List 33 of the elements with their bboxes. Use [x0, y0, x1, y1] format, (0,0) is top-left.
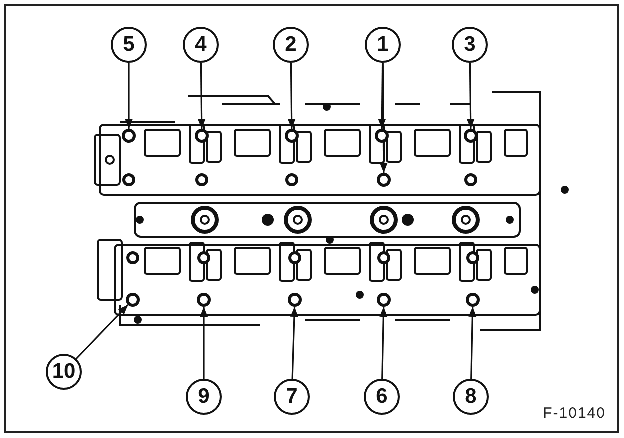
leader-arrow — [466, 63, 475, 130]
bolt-head — [375, 129, 389, 143]
bolt-head — [288, 293, 302, 307]
bolt-head — [285, 129, 299, 143]
callout-number: 5 — [111, 27, 147, 63]
figure-number: F-10140 — [543, 405, 606, 422]
bolt-head — [466, 293, 480, 307]
leader-arrow — [380, 306, 388, 380]
bolt-head — [377, 293, 391, 307]
leader-arrow — [290, 306, 298, 380]
bolt-head — [377, 173, 391, 187]
callout-number: 1 — [365, 27, 401, 63]
leader-arrow — [200, 307, 208, 379]
bolt-head — [464, 129, 478, 143]
leader-arrow — [380, 63, 388, 173]
leader-arrow — [288, 63, 296, 130]
callout-number: 9 — [186, 379, 222, 415]
callout-number: 10 — [46, 354, 82, 390]
bolt-head — [126, 293, 140, 307]
callout-number: 8 — [453, 379, 489, 415]
leader-arrow — [468, 306, 477, 380]
callout-number: 6 — [364, 379, 400, 415]
leader-arrow — [378, 63, 386, 130]
bolt-head — [195, 129, 209, 143]
leader-arrow — [76, 304, 129, 360]
callout-number: 2 — [273, 27, 309, 63]
callout-number: 7 — [274, 379, 310, 415]
callout-number: 3 — [452, 27, 488, 63]
bolt-head — [197, 293, 211, 307]
leader-arrow — [198, 63, 206, 130]
bolt-head — [122, 129, 136, 143]
callout-number: 4 — [183, 27, 219, 63]
leader-arrow — [125, 63, 133, 129]
